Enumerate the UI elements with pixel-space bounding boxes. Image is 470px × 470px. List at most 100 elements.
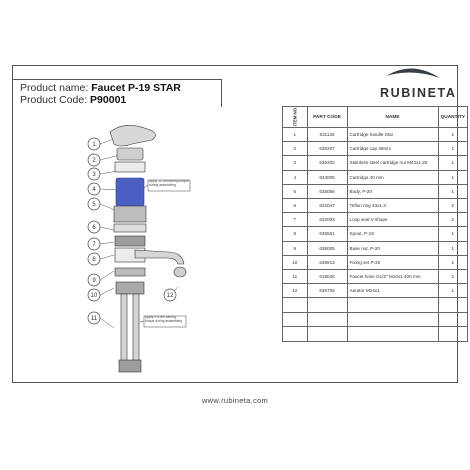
- cell-quantity: 1: [437, 155, 469, 171]
- exploded-diagram: 1 2 3 4 5 6 7 8 9 10 11 12 Apply 11 Nm t…: [87, 125, 191, 373]
- cartridge-nut: [114, 161, 146, 173]
- callout-label: 7: [92, 242, 96, 248]
- cell-name: Cartridge 40 mm: [346, 169, 439, 185]
- cell-part-code: 636705: [306, 283, 348, 299]
- callout-label: 10: [91, 293, 98, 299]
- cell-part-code: 618040: [306, 268, 348, 285]
- brand-name: RUBINETA: [380, 86, 457, 100]
- cell-name: Cartridge handle Star: [346, 126, 439, 143]
- cell-quantity: 1: [437, 141, 469, 157]
- callouts: 1 2 3 4 5 6 7 8 9 10 11 12: [87, 137, 177, 325]
- cell-part-code: 635551: [306, 226, 348, 242]
- callout-8: 8: [87, 252, 101, 266]
- cell-name: Faucet hose G1/2" M10x1 400 mm: [346, 268, 439, 285]
- cell-quantity: 1: [437, 240, 469, 256]
- product-code-label: Product Code:: [20, 94, 88, 106]
- product-name-label: Product name:: [20, 82, 89, 94]
- cell-name: Spout, P-19: [346, 226, 439, 242]
- body-upper: [113, 205, 147, 223]
- fixing-rod-right: [132, 293, 140, 365]
- cell-item-no: 6: [282, 197, 308, 214]
- aerator: [173, 266, 187, 278]
- product-header-box: [12, 79, 222, 107]
- cell-item-no: 3: [282, 155, 308, 171]
- table-header-row: ITEM NO. PART CODE NAME QUANTITY: [282, 106, 469, 128]
- torque-note-top-text: Apply 11 Nm turning torque during assemb…: [149, 180, 189, 187]
- empty-cell: [437, 311, 469, 328]
- callout-5: 5: [87, 197, 101, 211]
- cell-quantity: 2: [437, 268, 469, 285]
- cartridge: [115, 177, 145, 207]
- cell-quantity: 1: [437, 254, 469, 270]
- callout-7: 7: [87, 237, 101, 251]
- cell-part-code: 636302: [306, 155, 348, 171]
- cell-name: Cartridge cap 49mm: [346, 141, 439, 157]
- header-item-no: ITEM NO.: [282, 106, 308, 128]
- product-name-value: Faucet P-19 STAR: [91, 82, 181, 94]
- cell-name: Loop seal V-shape: [346, 212, 439, 228]
- cell-item-no: 11: [282, 268, 308, 285]
- empty-cell: [306, 311, 348, 328]
- cell-quantity: 1: [437, 283, 469, 299]
- empty-cell: [282, 311, 308, 328]
- empty-cell: [282, 326, 308, 342]
- cell-item-no: 4: [282, 169, 308, 185]
- cell-quantity: 2: [437, 212, 469, 228]
- table-row-empty: [282, 297, 469, 313]
- cell-part-code: 635056: [306, 183, 348, 199]
- cell-name: Body, P-20: [346, 183, 439, 199]
- empty-cell: [437, 326, 469, 342]
- callout-6: 6: [87, 220, 101, 234]
- cell-name: Stainless steel cartridge nut M42x1.25: [346, 155, 439, 171]
- table-row-empty: [282, 326, 469, 342]
- cell-part-code: 631136: [306, 126, 348, 143]
- torque-note-bottom-text: Apply 0.5 Nm turning torque during assem…: [145, 316, 183, 323]
- table-row-empty: [282, 311, 469, 328]
- header-name: NAME: [346, 106, 439, 128]
- product-code-line: Product Code: P90001: [20, 94, 126, 106]
- empty-cell: [437, 297, 469, 313]
- cell-quantity: 1: [437, 226, 469, 242]
- handle: [109, 125, 156, 147]
- torque-note-bottom: Apply 0.5 Nm turning torque during assem…: [139, 315, 187, 328]
- fixing-rod-left: [120, 293, 128, 365]
- cell-name: Aerator M24x1: [346, 283, 439, 299]
- callout-10: 10: [87, 288, 101, 302]
- cell-name: Fixing set P-20: [346, 254, 439, 270]
- cell-quantity: 1: [437, 169, 469, 185]
- callout-label: 8: [92, 257, 96, 263]
- cell-quantity: 1: [437, 183, 469, 199]
- loop-seal: [114, 235, 146, 247]
- faucet-drawing: [109, 125, 187, 373]
- callout-11: 11: [87, 311, 101, 325]
- cell-part-code: 634005: [306, 169, 348, 185]
- cell-part-code: 632003: [306, 212, 348, 228]
- torque-note-top: Apply 11 Nm turning torque during assemb…: [143, 179, 191, 192]
- empty-cell: [306, 326, 348, 342]
- cell-item-no: 8: [282, 226, 308, 242]
- callout-1: 1: [87, 137, 101, 151]
- header-part-code: PART CODE: [306, 106, 348, 128]
- teflon-ring: [113, 223, 147, 233]
- product-name-line: Product name: Faucet P-19 STAR: [20, 82, 181, 94]
- cell-item-no: 5: [282, 183, 308, 199]
- cell-name: Teflon ring 43x1.3: [346, 197, 439, 214]
- callout-9: 9: [87, 273, 101, 287]
- cell-part-code: 636913: [306, 254, 348, 270]
- cartridge-cap: [116, 147, 144, 161]
- cell-item-no: 7: [282, 212, 308, 228]
- empty-cell: [346, 297, 439, 313]
- brand-logo-icon: [386, 68, 440, 78]
- footer-url: www.rubineta.com: [201, 396, 269, 405]
- product-code-value: P90001: [90, 94, 127, 106]
- cell-item-no: 12: [282, 283, 308, 299]
